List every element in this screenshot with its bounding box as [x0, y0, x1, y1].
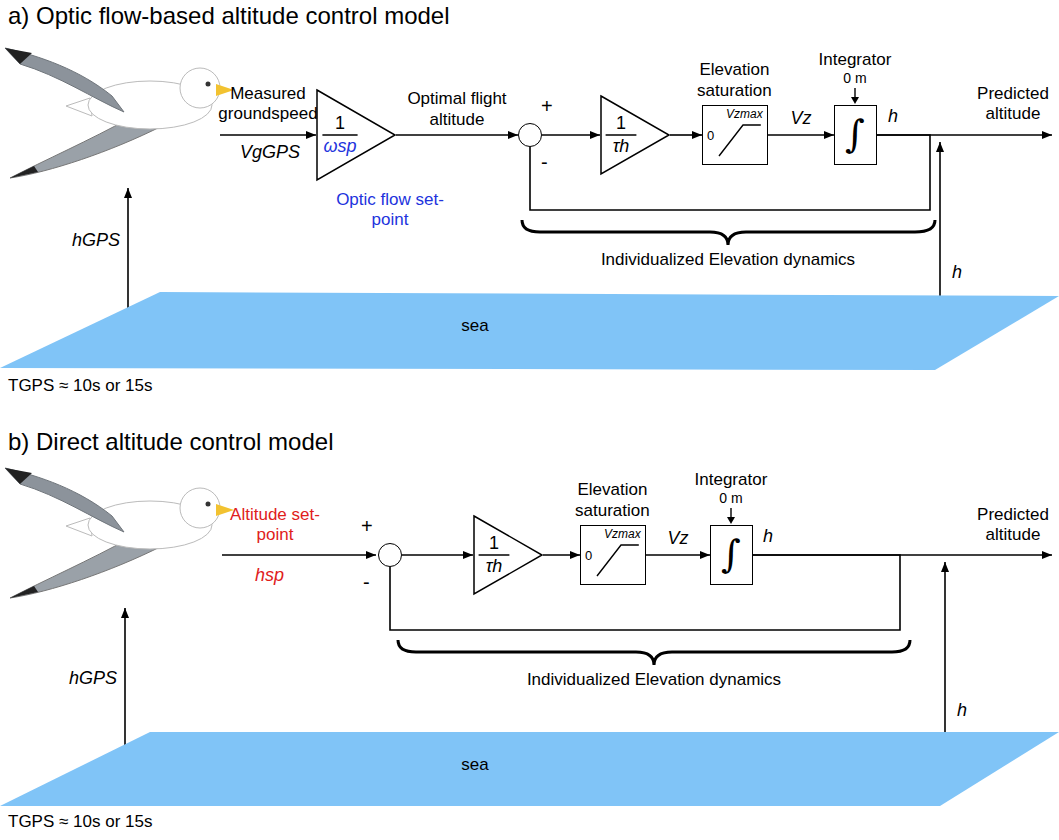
- brace: [398, 640, 910, 665]
- block-heading: Elevation saturation: [679, 60, 789, 101]
- altitude-arrow: [124, 608, 126, 748]
- initial-condition: 0 m: [843, 70, 866, 87]
- signal-name: h: [763, 526, 773, 548]
- sampling-note: TGPS ≈ 10s or 15s: [8, 376, 152, 396]
- gain-numerator: 1: [335, 114, 345, 133]
- plus-sign: +: [361, 514, 373, 538]
- signal-wire: [542, 134, 600, 136]
- output-label: Predicted altitude: [972, 84, 1054, 125]
- altitude-arrow: [127, 188, 129, 310]
- arrow-shaft: [730, 508, 731, 518]
- signal-name: hGPS: [72, 230, 120, 252]
- signal-label: Vz: [790, 108, 811, 130]
- output-label: Predicted altitude: [972, 505, 1054, 546]
- signal-wire: [543, 554, 580, 556]
- gain-numerator: 1: [489, 534, 499, 553]
- sea-label: sea: [461, 755, 488, 775]
- ramp: [597, 545, 639, 576]
- block-heading: Integrator: [819, 50, 892, 70]
- gain-denominator: τh: [613, 137, 630, 156]
- ramp: [719, 125, 761, 156]
- minus-sign: -: [541, 150, 548, 174]
- integrator-block: 0 mIntegrator∫: [710, 525, 753, 585]
- zero-level: 0: [585, 548, 592, 564]
- sea-plane: [0, 728, 1059, 808]
- gain-triangle: 1 ωsp: [316, 89, 396, 181]
- input-arrow: [220, 134, 316, 136]
- saturation-limit: Vzmax: [726, 107, 763, 121]
- setpoint-label: Altitude set-point: [225, 505, 325, 546]
- gain-triangle: 1 τh: [473, 515, 543, 595]
- sea-surface: sea: [0, 728, 1059, 808]
- initial-arrow: [725, 508, 737, 525]
- signal-name: hGPS: [69, 668, 117, 690]
- gain-denominator: ωsp: [323, 137, 356, 156]
- altitude-arrow: [939, 142, 941, 300]
- gull: [5, 48, 234, 178]
- signal-name: h: [957, 700, 967, 722]
- fraction-bar: [606, 134, 637, 136]
- signal-wire: [670, 134, 702, 136]
- brace: [522, 220, 935, 245]
- minus-sign: -: [363, 570, 370, 594]
- triangle: [474, 516, 542, 594]
- triangle-outline: [473, 515, 543, 595]
- signal-wire: [646, 554, 710, 556]
- saturation-block: Elevation saturationVzmax0: [580, 525, 646, 585]
- gain-denominator: τh: [486, 557, 503, 576]
- triangle: [317, 90, 395, 180]
- signal-name: VgGPS: [240, 142, 300, 164]
- block-heading: Elevation saturation: [557, 480, 667, 521]
- saturation-limit: Vzmax: [604, 527, 641, 541]
- signal-wire: [396, 134, 518, 136]
- sea-fill: [0, 292, 1059, 370]
- panel-title: a) Optic flow-based altitude control mod…: [8, 2, 450, 31]
- gain-numerator: 1: [616, 114, 626, 133]
- altitude-arrow: [944, 562, 946, 740]
- sampling-note: TGPS ≈ 10s or 15s: [8, 812, 152, 832]
- setpoint-label: Optic flow set-point: [335, 190, 445, 231]
- saturation-block: Elevation saturationVzmax0: [702, 105, 768, 165]
- zero-level: 0: [707, 128, 714, 144]
- brace-label: Individualized Elevation dynamics: [484, 670, 824, 690]
- gain-triangle: 1 τh: [600, 95, 670, 175]
- fraction-bar: [479, 554, 510, 556]
- input-arrow: [222, 554, 376, 556]
- integral-sign: ∫: [845, 115, 865, 153]
- sea-surface: sea: [0, 290, 1059, 372]
- triangle: [601, 96, 669, 174]
- sea-fill: [0, 732, 1059, 806]
- signal-label: Optimal flight altitude: [402, 89, 512, 130]
- integrator-block: 0 mIntegrator∫: [834, 105, 877, 165]
- summing-junction: +-: [518, 123, 542, 147]
- signal-name: h: [952, 262, 962, 284]
- sea-plane: [0, 290, 1059, 372]
- arrow-shaft: [854, 88, 855, 98]
- plus-sign: +: [541, 94, 553, 118]
- arrow-head: [727, 517, 735, 524]
- triangle-outline: [600, 95, 670, 175]
- block-heading: Integrator: [695, 470, 768, 490]
- signal-wire: [768, 134, 834, 136]
- panel-title: b) Direct altitude control model: [8, 428, 333, 457]
- brace-label: Individualized Elevation dynamics: [558, 250, 898, 270]
- initial-condition: 0 m: [719, 490, 742, 507]
- signal-name: h: [888, 106, 898, 128]
- initial-arrow: [849, 88, 861, 105]
- signal-wire: [402, 554, 473, 556]
- signal-name: hsp: [255, 565, 284, 587]
- gull: [5, 468, 234, 598]
- signal-label: Vz: [667, 528, 688, 550]
- signal-label: Measured groundspeed: [218, 84, 318, 125]
- spacer: [142, 142, 940, 300]
- integral-sign: ∫: [721, 535, 741, 573]
- summing-junction: +-: [378, 543, 402, 567]
- fraction-bar: [322, 134, 357, 136]
- arrow-head: [851, 97, 859, 104]
- sea-label: sea: [461, 316, 488, 336]
- triangle-outline: [316, 89, 396, 181]
